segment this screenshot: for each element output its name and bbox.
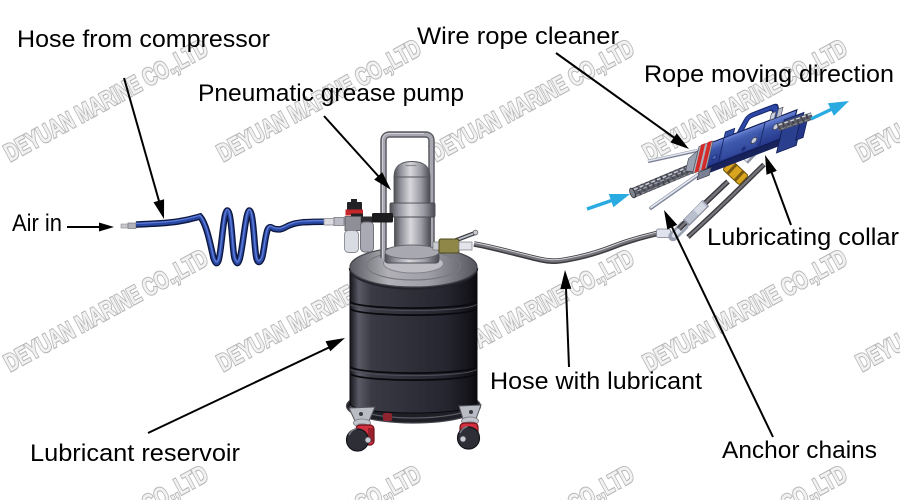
- svg-text:Lubricating collar: Lubricating collar: [707, 224, 899, 251]
- svg-text:Anchor chains: Anchor chains: [722, 437, 877, 464]
- svg-text:Hose with lubricant: Hose with lubricant: [490, 368, 702, 395]
- svg-text:Rope moving direction: Rope moving direction: [644, 61, 894, 88]
- svg-text:Hose from compressor: Hose from compressor: [17, 26, 270, 53]
- svg-text:Lubricant reservoir: Lubricant reservoir: [30, 440, 240, 467]
- svg-text:Wire rope cleaner: Wire rope cleaner: [417, 23, 619, 50]
- svg-text:Pneumatic grease pump: Pneumatic grease pump: [198, 80, 464, 107]
- svg-text:Air in: Air in: [12, 210, 62, 237]
